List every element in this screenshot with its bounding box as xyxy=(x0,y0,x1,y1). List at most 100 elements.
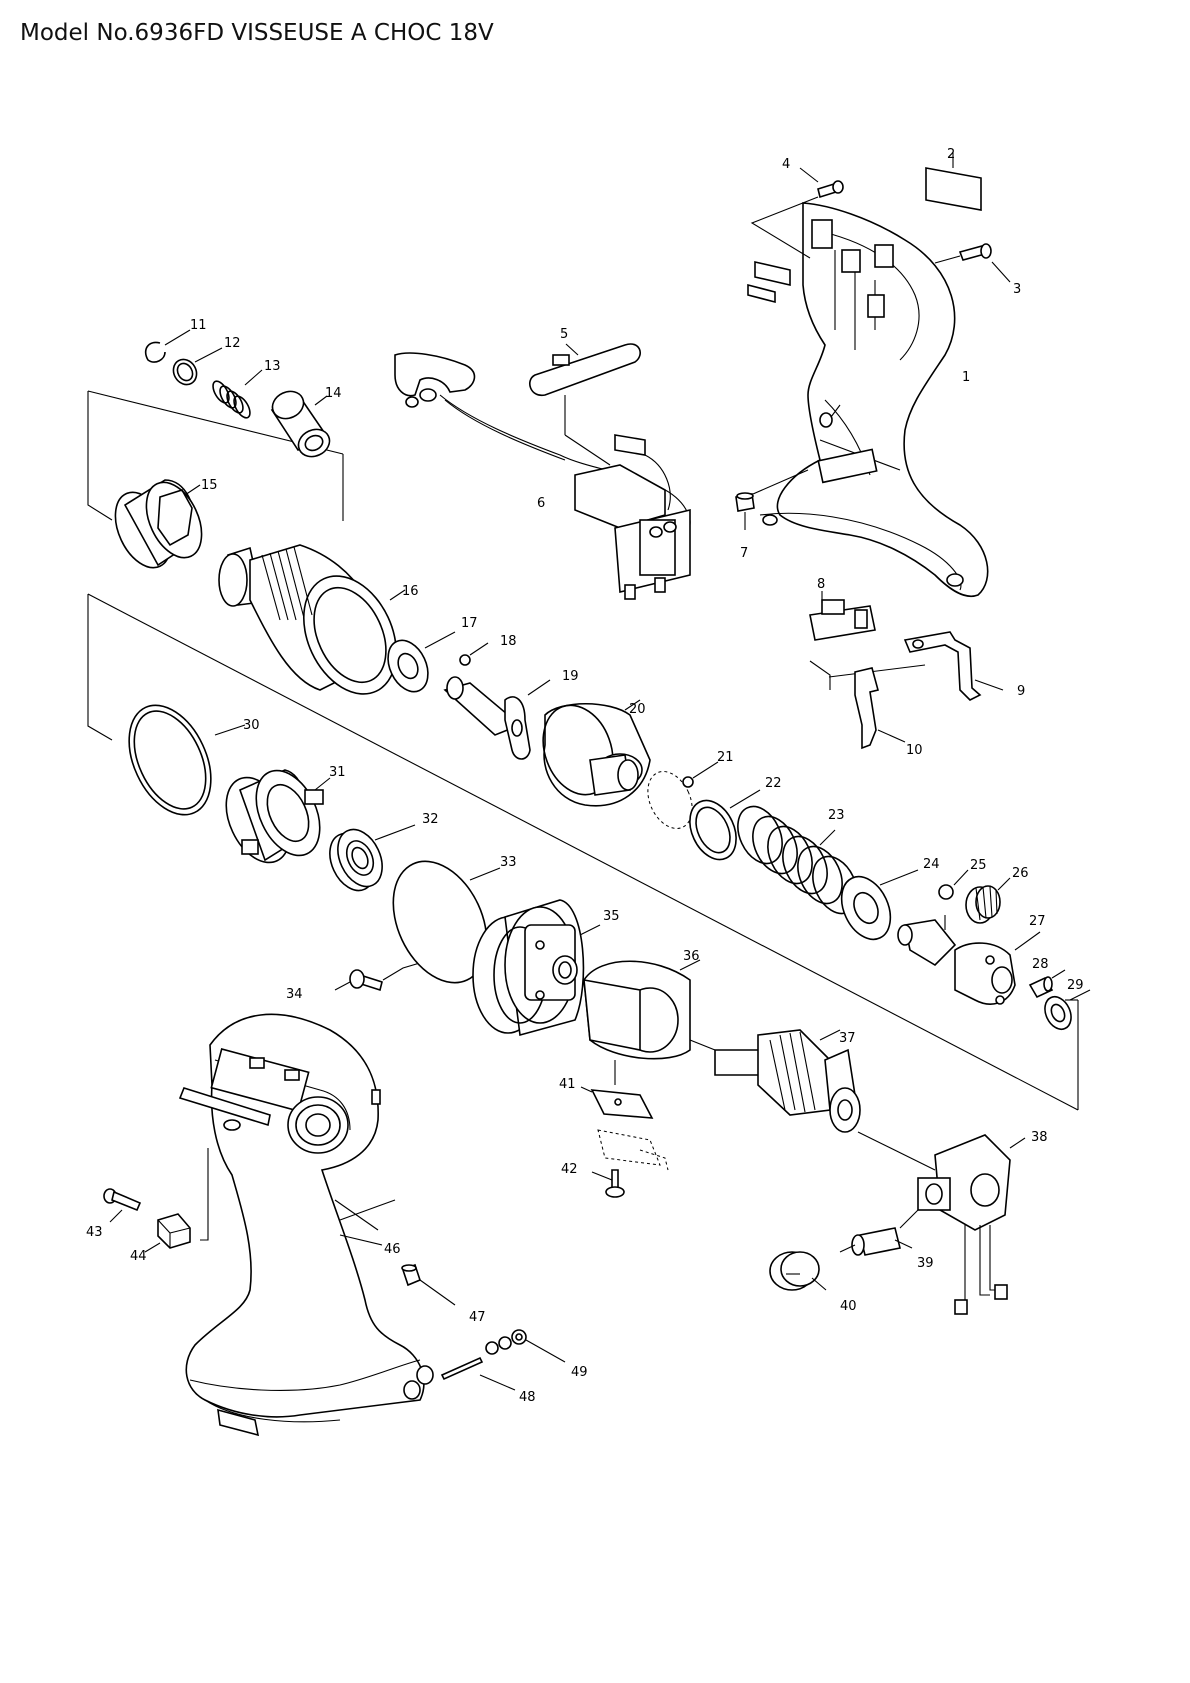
part-label-48: 48 xyxy=(519,1390,536,1405)
part-label-9: 9 xyxy=(1017,684,1025,699)
part-35-gear-housing xyxy=(472,899,601,1037)
part-label-30: 30 xyxy=(243,718,260,733)
part-27-spindle xyxy=(897,915,1041,1005)
part-label-36: 36 xyxy=(683,949,700,964)
part-43-screw xyxy=(103,1188,142,1223)
part-22-washer xyxy=(689,789,761,861)
part-24-washer xyxy=(840,869,919,941)
part-label-12: 12 xyxy=(224,336,241,351)
part-39-brush-holder xyxy=(839,1209,919,1256)
part-5-lever xyxy=(529,343,641,466)
part-30-o-ring xyxy=(128,704,246,816)
part-label-46: 46 xyxy=(384,1242,401,1257)
part-1-housing-right xyxy=(747,202,989,597)
part-label-3: 3 xyxy=(1013,282,1021,297)
part-14-sleeve xyxy=(270,390,331,458)
part-16-hammer-case xyxy=(218,544,406,695)
part-10-clip-bar xyxy=(854,667,906,750)
part-31-holder xyxy=(225,769,331,864)
part-label-41: 41 xyxy=(559,1077,576,1092)
part-41-plate xyxy=(580,1086,669,1171)
part-12-ring xyxy=(172,347,223,386)
part-42-screw xyxy=(591,1169,625,1198)
part-label-19: 19 xyxy=(562,669,579,684)
part-49-washers xyxy=(485,1329,566,1363)
part-23-spring xyxy=(737,805,858,915)
part-label-49: 49 xyxy=(571,1365,588,1380)
part-4-screw xyxy=(750,167,844,259)
part-21-ball xyxy=(647,761,719,829)
part-26-gear xyxy=(965,877,1011,924)
part-label-15: 15 xyxy=(201,478,218,493)
part-2-label xyxy=(925,152,982,211)
part-48-pin xyxy=(440,1356,516,1391)
part-7-pin xyxy=(735,469,809,530)
part-label-24: 24 xyxy=(923,857,940,872)
part-11-snap-ring xyxy=(144,329,191,363)
part-label-14: 14 xyxy=(325,386,342,401)
part-label-11: 11 xyxy=(190,318,207,333)
part-label-18: 18 xyxy=(500,634,517,649)
part-label-40: 40 xyxy=(840,1299,857,1314)
part-37-armature xyxy=(689,1029,861,1133)
part-9-bent-plate xyxy=(903,631,1004,701)
diagram-title: Model No.6936FD VISSEUSE A CHOC 18V xyxy=(20,20,494,46)
part-label-42: 42 xyxy=(561,1162,578,1177)
part-label-20: 20 xyxy=(629,702,646,717)
part-label-23: 23 xyxy=(828,808,845,823)
part-label-34: 34 xyxy=(286,987,303,1002)
part-32-bearing xyxy=(329,824,416,892)
part-label-37: 37 xyxy=(839,1031,856,1046)
part-33-o-ring xyxy=(392,860,501,984)
group-boundary-lines xyxy=(87,390,1079,1241)
part-47-pin xyxy=(401,1263,456,1306)
part-28-pin xyxy=(1028,969,1066,999)
part-38-bracket xyxy=(917,1134,1026,1315)
part-34-screw xyxy=(334,969,383,992)
part-label-39: 39 xyxy=(917,1256,934,1271)
part-label-7: 7 xyxy=(740,546,748,561)
part-label-10: 10 xyxy=(906,743,923,758)
part-label-35: 35 xyxy=(603,909,620,924)
part-17-washer xyxy=(387,631,456,693)
part-label-13: 13 xyxy=(264,359,281,374)
part-18-ball xyxy=(459,642,489,666)
part-20-hammer xyxy=(542,699,651,807)
part-8-clip xyxy=(809,591,876,641)
part-15-cap xyxy=(114,479,203,569)
part-label-1: 1 xyxy=(962,370,970,385)
part-label-6: 6 xyxy=(537,496,545,511)
part-label-17: 17 xyxy=(461,616,478,631)
part-3-screw xyxy=(934,243,1011,283)
part-label-5: 5 xyxy=(560,327,568,342)
part-19-anvil xyxy=(443,676,551,760)
part-number-labels: 1 2 3 4 5 6 7 8 9 10 11 12 13 14 15 16 1… xyxy=(86,147,1084,1405)
part-label-25: 25 xyxy=(970,858,987,873)
part-label-47: 47 xyxy=(469,1310,486,1325)
part-44-block xyxy=(144,1213,191,1253)
part-label-2: 2 xyxy=(947,147,955,162)
part-36-field-magnet xyxy=(583,959,701,1085)
part-label-16: 16 xyxy=(402,584,419,599)
part-label-28: 28 xyxy=(1032,957,1049,972)
part-label-4: 4 xyxy=(782,157,790,172)
part-13-spring xyxy=(212,369,263,419)
part-29-washer xyxy=(1044,989,1091,1031)
part-label-43: 43 xyxy=(86,1225,103,1240)
part-label-31: 31 xyxy=(329,765,346,780)
part-label-26: 26 xyxy=(1012,866,1029,881)
part-label-44: 44 xyxy=(130,1249,147,1264)
part-46-housing-left xyxy=(178,1013,434,1437)
part-label-33: 33 xyxy=(500,855,517,870)
part-label-38: 38 xyxy=(1031,1130,1048,1145)
part-25-ball xyxy=(938,869,969,900)
part-label-32: 32 xyxy=(422,812,439,827)
part-label-22: 22 xyxy=(765,776,782,791)
part-label-29: 29 xyxy=(1067,978,1084,993)
part-40-cap xyxy=(769,1251,827,1291)
part-label-27: 27 xyxy=(1029,914,1046,929)
part-6-switch xyxy=(394,352,691,600)
part-label-8: 8 xyxy=(817,577,825,592)
part-label-21: 21 xyxy=(717,750,734,765)
